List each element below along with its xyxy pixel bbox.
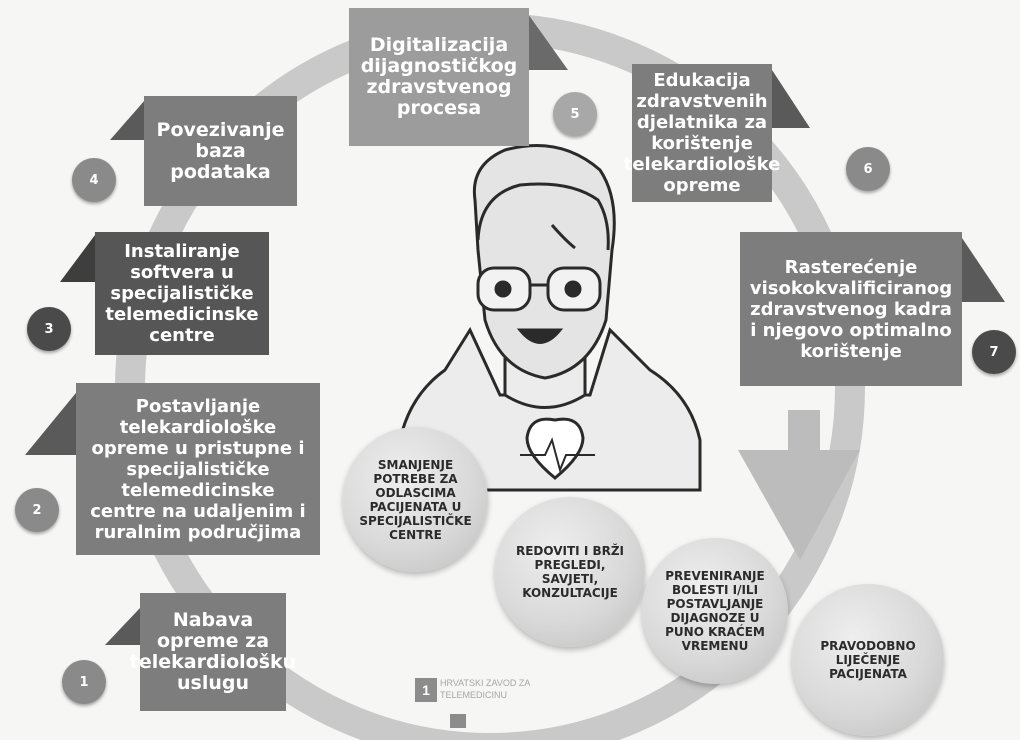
outcome-bubble-3: PREVENIRANJE BOLESTI I/ILI POSTAVLJANJE … (642, 538, 788, 684)
step-1-number-badge: 1 (62, 660, 106, 704)
step-4-number-badge: 4 (72, 158, 116, 202)
step-1-number: 1 (79, 674, 89, 690)
step-6-banner: Edukacija zdravstvenih djelatnika za kor… (624, 64, 780, 202)
step-3-number: 3 (44, 321, 54, 337)
outcome-1-text: SMANJENJE POTREBE ZA ODLASCIMA PACIJENAT… (359, 457, 472, 542)
step-2-banner: Postavljanje telekardiološke opreme u pr… (76, 383, 320, 555)
step-7-number-badge: 7 (972, 330, 1016, 374)
cycle-arrow (738, 410, 860, 560)
step-4-number: 4 (89, 172, 99, 188)
banner-fold-2 (25, 388, 80, 455)
step-5-number: 5 (570, 106, 580, 122)
logo-mark: 1 (415, 678, 437, 702)
banner-fold-4 (110, 100, 145, 140)
banner-fold-7 (960, 235, 1005, 302)
step-5-number-badge: 5 (553, 92, 597, 136)
banner-fold-6 (772, 70, 810, 128)
outcome-2-text: REDOVITI I BRŽI PREGLEDI, SAVJETI, KONZU… (515, 544, 625, 600)
step-2-number-badge: 2 (15, 488, 59, 532)
step-4-text: Povezivanje baza podataka (156, 118, 285, 183)
step-2-text: Postavljanje telekardiološke opreme u pr… (90, 395, 306, 543)
step-6-text: Edukacija zdravstvenih djelatnika za kor… (623, 70, 781, 196)
step-7-number: 7 (989, 344, 999, 360)
logo-mark-text: 1 (422, 682, 430, 698)
step-5-text: Digitalizacija dijagnostičkog zdravstven… (360, 34, 518, 119)
step-1-text: Nabava opreme za telekardiološku uslugu (129, 609, 297, 694)
outcome-3-text: PREVENIRANJE BOLESTI I/ILI POSTAVLJANJE … (665, 569, 765, 653)
outcome-bubble-1: SMANJENJE POTREBE ZA ODLASCIMA PACIJENAT… (343, 427, 488, 572)
step-6-number: 6 (863, 161, 873, 177)
step-7-text: Rasterećenje visokokvalificiranog zdravs… (749, 256, 953, 362)
step-6-number-badge: 6 (846, 147, 890, 191)
logo-text: HRVATSKI ZAVOD ZA TELEMEDICINU (440, 678, 530, 700)
step-4-banner: Povezivanje baza podataka (144, 96, 297, 206)
step-7-banner: Rasterećenje visokokvalificiranog zdravs… (740, 232, 962, 386)
banner-fold-1 (105, 608, 140, 645)
doctor-illustration (398, 144, 702, 492)
outcome-4-text: PRAVODOBNO LIJEČENJE PACIJENATA (820, 639, 916, 681)
outcome-bubble-2: REDOVITI I BRŽI PREGLEDI, SAVJETI, KONZU… (495, 497, 645, 647)
step-1-banner: Nabava opreme za telekardiološku uslugu (130, 593, 296, 711)
banner-fold-5 (528, 14, 568, 70)
logo-square (450, 714, 466, 728)
step-5-banner: Digitalizacija dijagnostičkog zdravstven… (349, 8, 529, 146)
outcome-bubble-4: PRAVODOBNO LIJEČENJE PACIJENATA (792, 584, 944, 736)
step-2-number: 2 (32, 502, 42, 518)
banner-fold-3 (60, 235, 95, 282)
step-3-text: Instaliranje softvera u specijalističke … (105, 241, 259, 346)
step-3-number-badge: 3 (27, 307, 71, 351)
step-3-banner: Instaliranje softvera u specijalističke … (95, 232, 269, 355)
